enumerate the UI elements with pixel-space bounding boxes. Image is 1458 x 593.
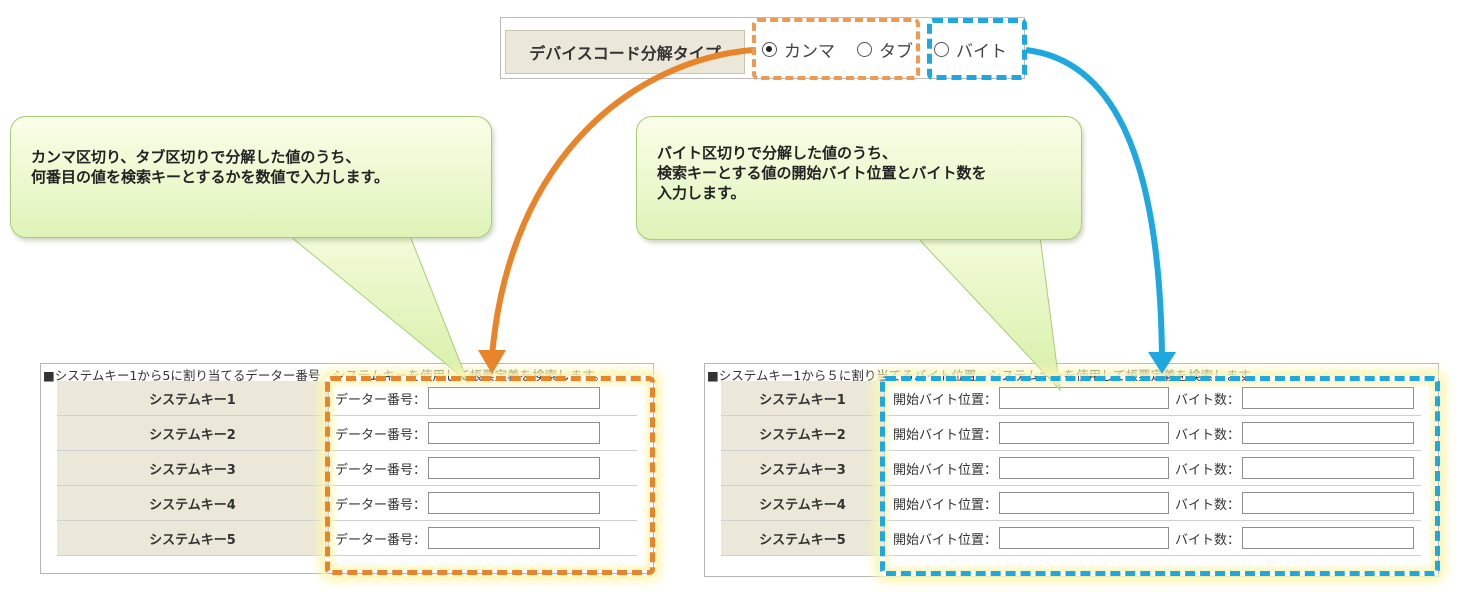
radio-byte-label: バイト — [956, 41, 1007, 62]
radio-selected-icon — [762, 41, 777, 57]
table-row: システムキー1 データー番号： — [57, 381, 637, 416]
system-key-label: システムキー1 — [57, 381, 329, 415]
system-key-label: システムキー5 — [721, 521, 885, 555]
system-key-label: システムキー1 — [721, 381, 885, 415]
data-number-label: データー番号： — [335, 427, 427, 443]
callout-right-line1: バイト区切りで分解した値のうち、 — [657, 144, 898, 162]
data-number-label: データー番号： — [335, 462, 427, 478]
radio-tab-label: タブ — [879, 41, 913, 62]
table-row: システムキー2 データー番号： — [57, 416, 637, 451]
callout-right: バイト区切りで分解した値のうち、 検索キーとする値の開始バイト位置とバイト数を … — [636, 116, 1082, 240]
table-row: システムキー1 開始バイト位置： バイト数： — [721, 381, 1421, 416]
radio-empty-icon — [857, 41, 872, 57]
start-byte-input[interactable] — [999, 457, 1170, 479]
byte-count-input[interactable] — [1242, 422, 1415, 444]
byte-count-input[interactable] — [1242, 387, 1415, 409]
table-row: システムキー5 開始バイト位置： バイト数： — [721, 521, 1421, 556]
radio-byte[interactable]: バイト — [934, 34, 1007, 64]
callout-left: カンマ区切り、タブ区切りで分解した値のうち、 何番目の値を検索キーとするかを数値… — [10, 116, 492, 238]
byte-count-label: バイト数： — [1175, 427, 1241, 443]
system-key-label: システムキー3 — [57, 451, 329, 485]
byte-count-label: バイト数： — [1175, 497, 1241, 513]
byte-count-label: バイト数： — [1175, 392, 1241, 408]
byte-count-input[interactable] — [1242, 492, 1415, 514]
radio-empty-icon — [934, 41, 949, 57]
start-byte-label: 開始バイト位置： — [893, 392, 998, 408]
start-byte-input[interactable] — [999, 492, 1170, 514]
data-number-panel: ■システムキー1から5に割り当てるデーター番号 システムキーを使用して帳票定義を… — [40, 363, 654, 574]
start-byte-label: 開始バイト位置： — [893, 497, 998, 513]
start-byte-input[interactable] — [999, 387, 1170, 409]
table-row: システムキー3 開始バイト位置： バイト数： — [721, 451, 1421, 486]
byte-position-panel: ■システムキー1から５に割り当てるバイト位置 システムキーを使用して帳票定義を検… — [704, 363, 1439, 577]
callout-right-line3: 入力します。 — [657, 184, 746, 202]
table-row: システムキー4 データー番号： — [57, 486, 637, 521]
data-number-input[interactable] — [428, 492, 601, 514]
system-key-label: システムキー3 — [721, 451, 885, 485]
start-byte-input[interactable] — [999, 422, 1170, 444]
data-number-label: データー番号： — [335, 532, 427, 548]
data-number-input[interactable] — [428, 422, 601, 444]
table-row: システムキー3 データー番号： — [57, 451, 637, 486]
start-byte-label: 開始バイト位置： — [893, 532, 998, 548]
byte-count-label: バイト数： — [1175, 462, 1241, 478]
data-number-input[interactable] — [428, 387, 601, 409]
radio-tab[interactable]: タブ — [857, 34, 913, 64]
callout-left-line1: カンマ区切り、タブ区切りで分解した値のうち、 — [31, 148, 361, 166]
system-key-label: システムキー4 — [57, 486, 329, 520]
start-byte-label: 開始バイト位置： — [893, 427, 998, 443]
system-key-label: システムキー2 — [721, 416, 885, 450]
byte-count-input[interactable] — [1242, 457, 1415, 479]
callout-left-line2: 何番目の値を検索キーとするかを数値で入力します。 — [31, 168, 390, 186]
data-number-label: データー番号： — [335, 392, 427, 408]
callout-right-line2: 検索キーとする値の開始バイト位置とバイト数を — [657, 164, 987, 182]
radio-comma-label: カンマ — [784, 41, 835, 62]
system-key-label: システムキー5 — [57, 521, 329, 555]
system-key-label: システムキー4 — [721, 486, 885, 520]
byte-count-label: バイト数： — [1175, 532, 1241, 548]
table-row: システムキー5 データー番号： — [57, 521, 637, 556]
callout-left-tail — [288, 235, 470, 384]
table-row: システムキー2 開始バイト位置： バイト数： — [721, 416, 1421, 451]
byte-count-input[interactable] — [1242, 527, 1415, 549]
device-code-label: デバイスコード分解タイプ — [505, 30, 745, 74]
start-byte-input[interactable] — [999, 527, 1170, 549]
radio-comma[interactable]: カンマ — [762, 34, 835, 64]
data-number-label: データー番号： — [335, 497, 427, 513]
start-byte-label: 開始バイト位置： — [893, 462, 998, 478]
data-number-input[interactable] — [428, 457, 601, 479]
system-key-label: システムキー2 — [57, 416, 329, 450]
table-row: システムキー4 開始バイト位置： バイト数： — [721, 486, 1421, 521]
data-number-input[interactable] — [428, 527, 601, 549]
